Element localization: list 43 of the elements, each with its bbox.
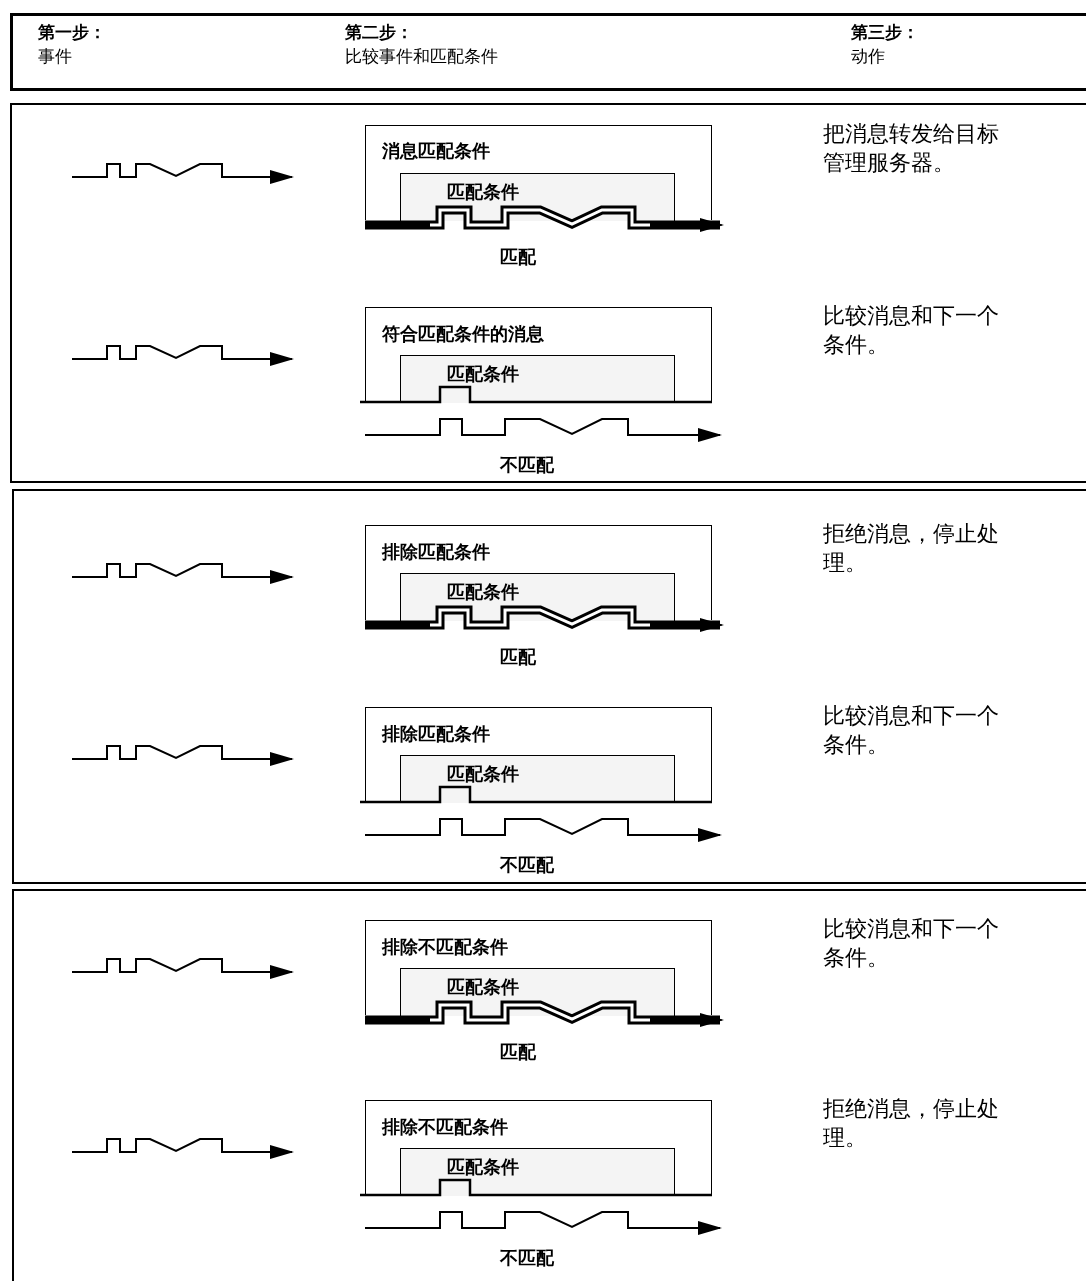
action-text: 比较消息和下一个条件。: [823, 302, 1000, 359]
condition-box: [365, 307, 712, 402]
condition-title: 匹配条件: [446, 1156, 519, 1179]
panel-box: [10, 103, 1086, 483]
action-text: 比较消息和下一个条件。: [823, 915, 1000, 972]
result-label: 匹配: [500, 1041, 536, 1064]
action-text: 比较消息和下一个条件。: [823, 702, 1000, 759]
step-description: 动作: [851, 46, 885, 68]
condition-box: [365, 525, 712, 620]
match-condition-box: [399, 755, 675, 803]
match-condition-box: [399, 1148, 675, 1196]
condition-title: 匹配条件: [446, 581, 519, 604]
step-heading: 第二步：: [345, 22, 413, 44]
condition-box: [365, 920, 712, 1015]
condition-title: 匹配条件: [446, 181, 519, 204]
condition-box: [365, 125, 712, 220]
condition-title: 符合匹配条件的消息: [382, 323, 544, 346]
match-condition-box: [399, 355, 675, 403]
condition-title: 排除不匹配条件: [382, 1116, 508, 1139]
condition-title: 消息匹配条件: [382, 140, 490, 163]
result-label: 不匹配: [500, 1247, 554, 1270]
result-label: 匹配: [500, 646, 536, 669]
step-description: 比较事件和匹配条件: [345, 46, 498, 68]
step-heading: 第一步：: [38, 22, 106, 44]
result-label: 匹配: [500, 246, 536, 269]
condition-title: 匹配条件: [446, 763, 519, 786]
result-label: 不匹配: [500, 454, 554, 477]
panel-box: [12, 889, 1086, 1281]
condition-title: 排除匹配条件: [382, 541, 490, 564]
step-heading: 第三步：: [851, 22, 919, 44]
condition-title: 匹配条件: [446, 363, 519, 386]
condition-box: [365, 707, 712, 802]
condition-title: 匹配条件: [446, 976, 519, 999]
step-description: 事件: [38, 46, 72, 68]
action-text: 拒绝消息，停止处理。: [823, 520, 1000, 577]
result-label: 不匹配: [500, 854, 554, 877]
action-text: 拒绝消息，停止处理。: [823, 1095, 1000, 1152]
action-text: 把消息转发给目标管理服务器。: [823, 120, 1000, 177]
panel-box: [12, 489, 1086, 884]
header-band: [10, 13, 1086, 91]
condition-box: [365, 1100, 712, 1195]
condition-title: 排除匹配条件: [382, 723, 490, 746]
condition-title: 排除不匹配条件: [382, 936, 508, 959]
